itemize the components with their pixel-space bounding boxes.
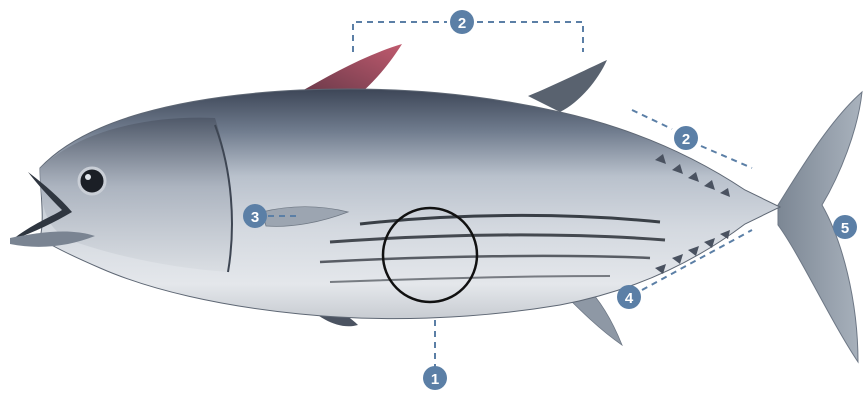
first-dorsal-fin (300, 44, 402, 92)
marker-2-back-label: 2 (682, 131, 690, 148)
marker-5-label: 5 (841, 220, 849, 237)
eye-highlight (85, 174, 91, 180)
marker-5: 5 (833, 215, 857, 239)
second-dorsal-fin (528, 60, 607, 112)
marker-4-label: 4 (625, 290, 634, 307)
marker-1-label: 1 (431, 371, 439, 388)
marker-4: 4 (617, 285, 641, 309)
marker-2-top: 2 (450, 10, 474, 34)
marker-2-back: 2 (674, 126, 698, 150)
marker-1: 1 (423, 366, 447, 390)
marker-3-label: 3 (251, 209, 259, 226)
fish-eye (79, 168, 105, 194)
marker-3: 3 (243, 204, 267, 228)
marker-2-top-label: 2 (458, 15, 466, 32)
